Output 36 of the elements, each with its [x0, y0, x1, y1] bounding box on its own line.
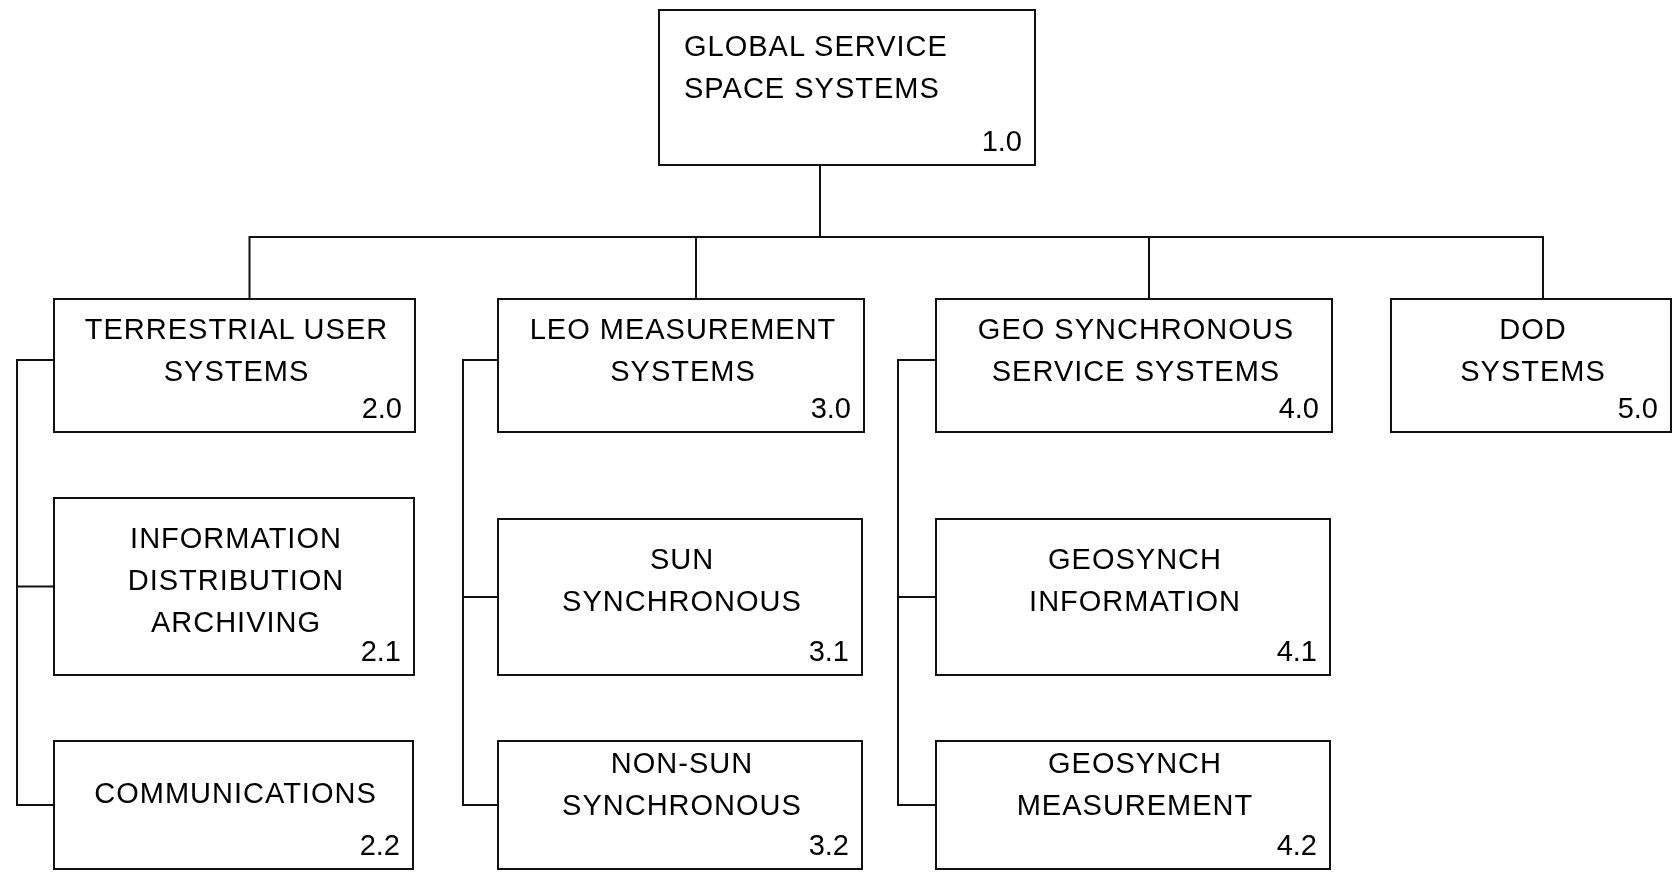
item-number: 2.1	[360, 634, 401, 669]
hierarchy-box	[53, 497, 415, 676]
box-title: TERRESTRIAL USER SYSTEMS	[83, 312, 390, 389]
hierarchy-box	[658, 9, 1036, 166]
box-title: GEOSYNCH MEASUREMENT	[1015, 746, 1255, 823]
box-title: SUN SYNCHRONOUS	[561, 542, 803, 619]
box-title: INFORMATION DISTRIBUTION ARCHIVING	[126, 521, 346, 640]
item-number: 3.2	[808, 828, 849, 863]
connector-line	[462, 359, 498, 806]
item-number: 1.0	[981, 124, 1022, 159]
item-number: 2.0	[361, 391, 402, 426]
hierarchy-box	[497, 518, 863, 676]
box-title: GEO SYNCHRONOUS SERVICE SYSTEMS	[976, 312, 1296, 389]
hierarchy-box	[935, 298, 1333, 433]
item-number: 4.0	[1278, 391, 1319, 426]
connector-line	[16, 359, 54, 806]
box-title: NON-SUN SYNCHRONOUS	[561, 746, 803, 823]
connector-line	[897, 359, 936, 806]
hierarchy-box	[53, 740, 414, 870]
hierarchy-box	[497, 740, 863, 870]
box-title: GLOBAL SERVICE SPACE SYSTEMS	[684, 29, 949, 106]
hierarchy-box	[497, 298, 865, 433]
hierarchy-box	[1390, 298, 1672, 433]
item-number: 4.2	[1276, 828, 1317, 863]
box-title: DOD SYSTEMS	[1459, 312, 1607, 389]
item-number: 3.1	[808, 634, 849, 669]
hierarchy-box	[935, 740, 1331, 870]
hierarchy-box	[53, 298, 416, 433]
item-number: 4.1	[1276, 634, 1317, 669]
item-number: 2.2	[359, 828, 400, 863]
item-number: 5.0	[1617, 391, 1658, 426]
box-title: LEO MEASUREMENT SYSTEMS	[528, 312, 838, 389]
item-number: 3.0	[810, 391, 851, 426]
box-title: GEOSYNCH INFORMATION	[1028, 542, 1242, 619]
hierarchy-box	[935, 518, 1331, 676]
box-title: COMMUNICATIONS	[93, 776, 378, 811]
